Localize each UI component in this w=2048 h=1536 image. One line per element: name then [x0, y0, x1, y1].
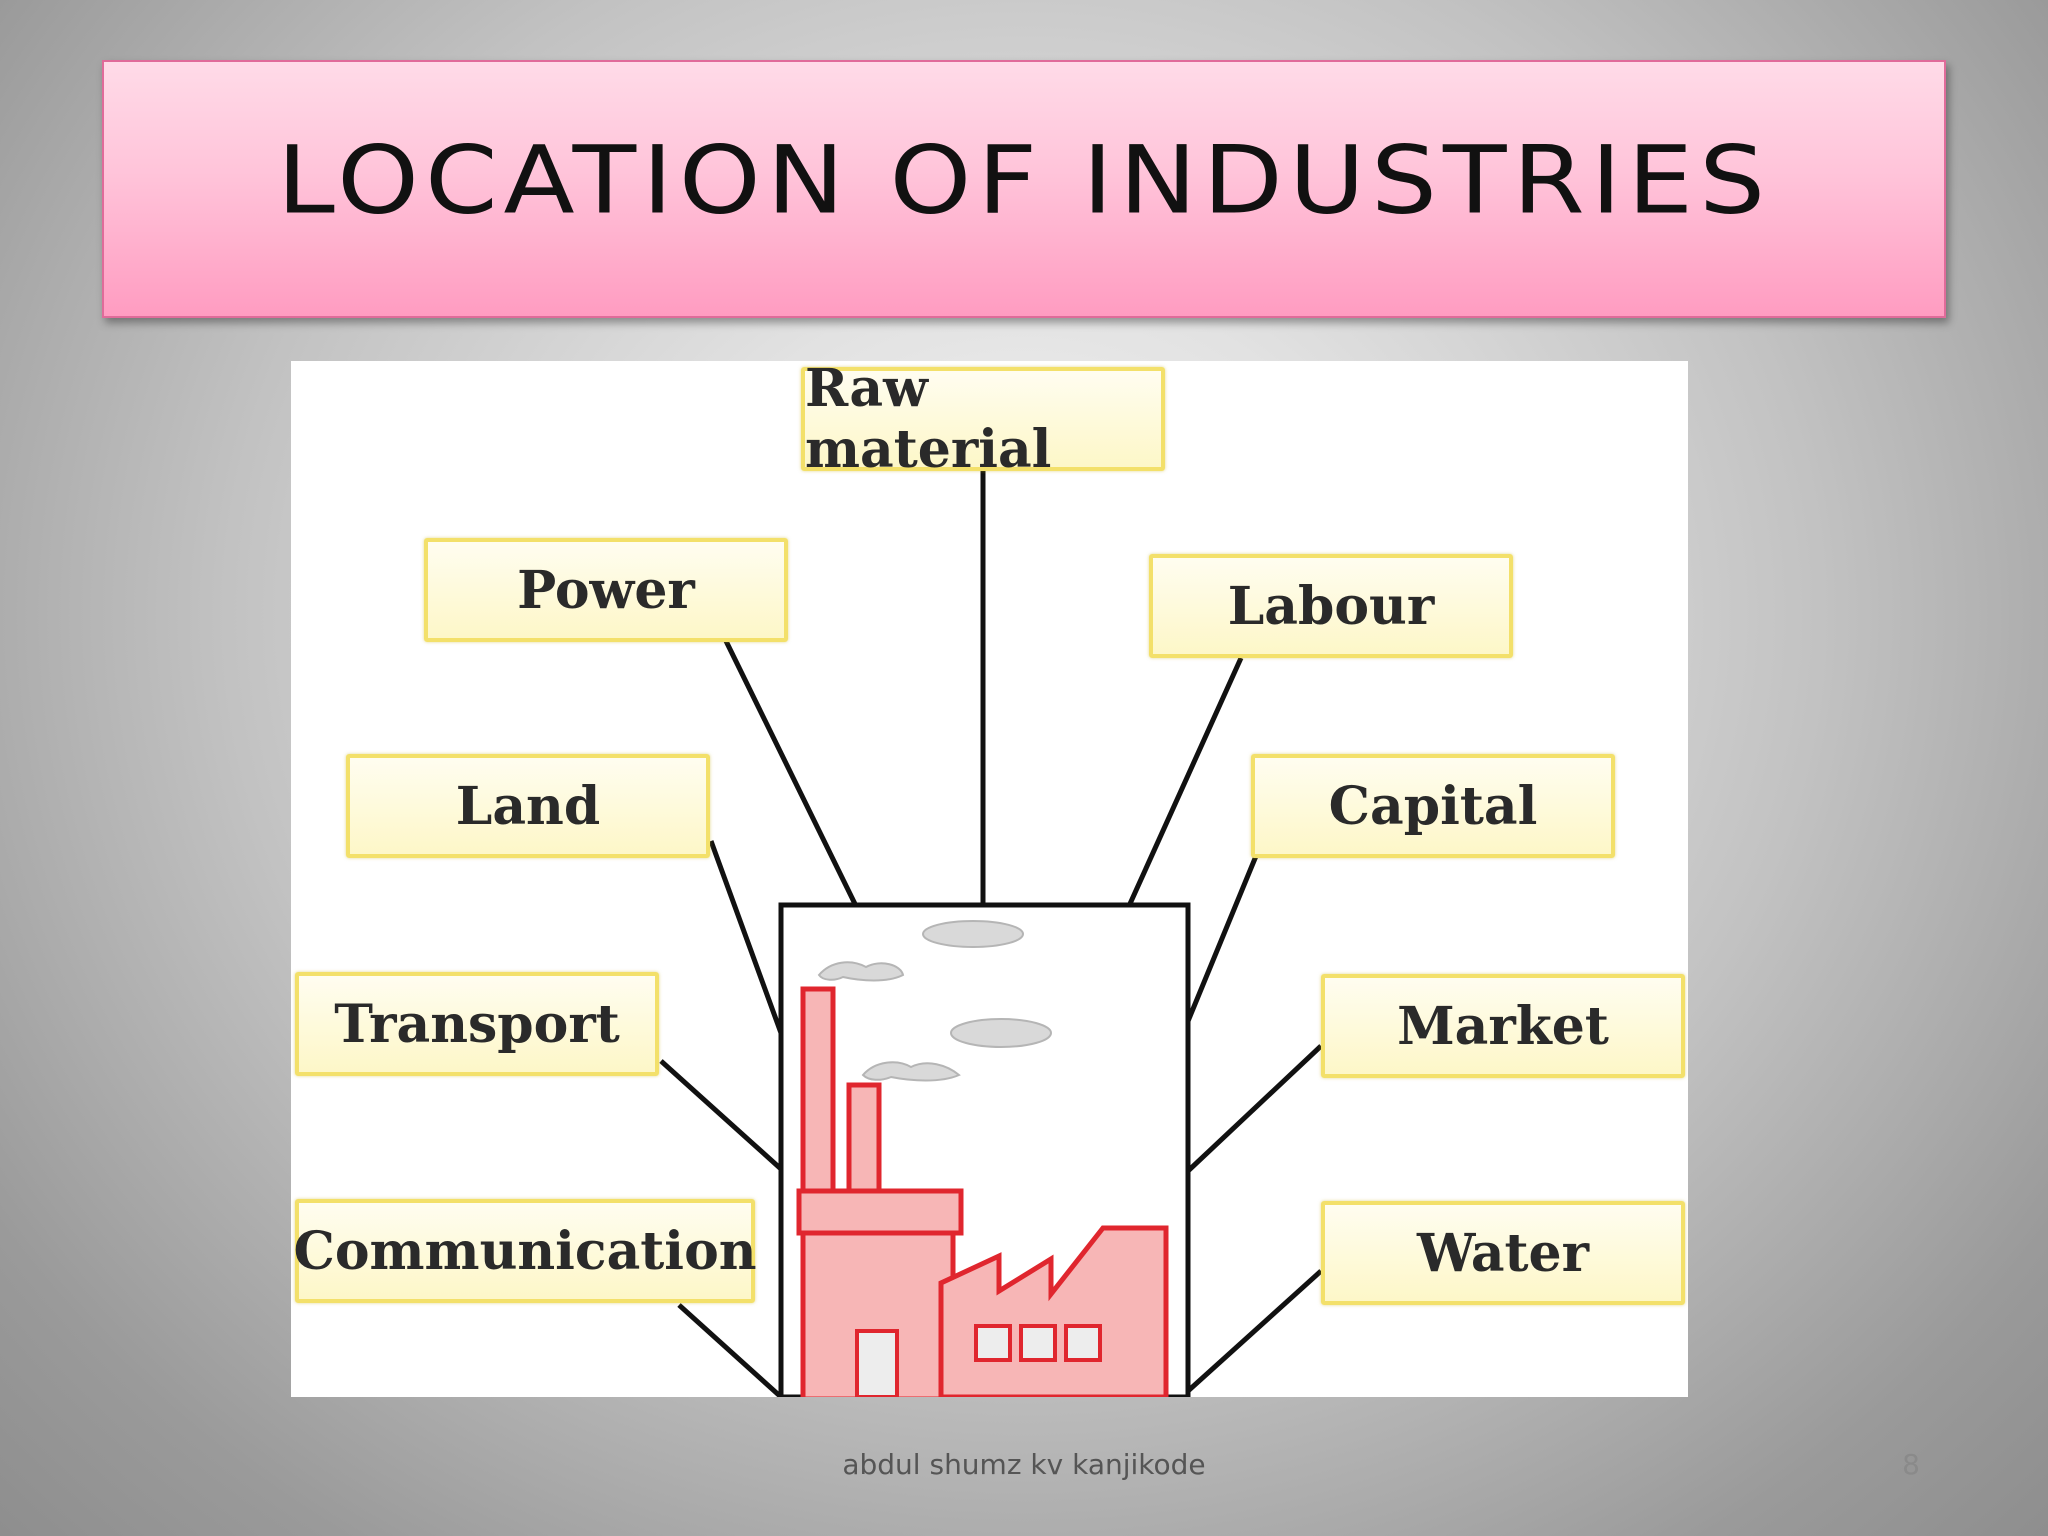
factory-building — [796, 986, 1169, 1397]
smoke-cloud — [950, 1018, 1052, 1048]
factor-label: Communication — [293, 1220, 757, 1282]
chimney-ledge — [796, 1188, 964, 1236]
connector-communication — [677, 1303, 783, 1397]
factor-label: Market — [1397, 995, 1609, 1057]
factory-window — [974, 1324, 1012, 1362]
smoke-cloud — [861, 1061, 961, 1082]
factory-door — [855, 1329, 899, 1397]
factor-power: Power — [424, 538, 788, 642]
factory-diagram — [659, 471, 1323, 1397]
factor-capital: Capital — [1251, 754, 1615, 858]
slide-title: LOCATION OF INDUSTRIES — [276, 125, 1772, 235]
page-number: 8 — [1902, 1448, 1920, 1481]
connector-labour — [1126, 656, 1244, 908]
connector-transport — [659, 1059, 783, 1171]
connector-market — [1186, 1044, 1323, 1173]
connector-capital — [1183, 855, 1259, 1027]
slide-footer: abdul shumz kv kanjikode — [842, 1448, 1206, 1481]
factor-label: Transport — [334, 993, 620, 1055]
connector-power — [723, 639, 859, 908]
factor-water: Water — [1321, 1201, 1685, 1305]
factory-openings — [855, 1324, 1102, 1397]
factor-transport: Transport — [295, 972, 659, 1076]
connector-water — [1186, 1269, 1323, 1393]
factor-label: Water — [1416, 1222, 1590, 1284]
factor-market: Market — [1321, 974, 1685, 1078]
factor-communication: Communication — [293, 1199, 757, 1303]
factor-labour: Labour — [1149, 554, 1513, 658]
factor-label: Raw material — [805, 358, 1052, 480]
connector-lines — [659, 471, 1323, 1397]
factor-raw-material: Raw material — [801, 358, 1165, 480]
smoke-clouds — [817, 920, 1052, 1082]
smoke-cloud — [817, 961, 905, 982]
factor-label: Land — [455, 775, 601, 837]
factor-label: Labour — [1227, 575, 1435, 637]
smoke-cloud — [922, 920, 1024, 948]
connector-land — [708, 840, 784, 1034]
factor-label: Power — [517, 559, 695, 621]
factor-land: Land — [346, 754, 710, 858]
factor-label: Capital — [1328, 775, 1538, 837]
title-banner: LOCATION OF INDUSTRIES — [102, 60, 1946, 318]
diagram-panel: Raw material Power Labour Land Capital T… — [291, 358, 1688, 1397]
factory-window — [1019, 1324, 1057, 1362]
factory-window — [1064, 1324, 1102, 1362]
